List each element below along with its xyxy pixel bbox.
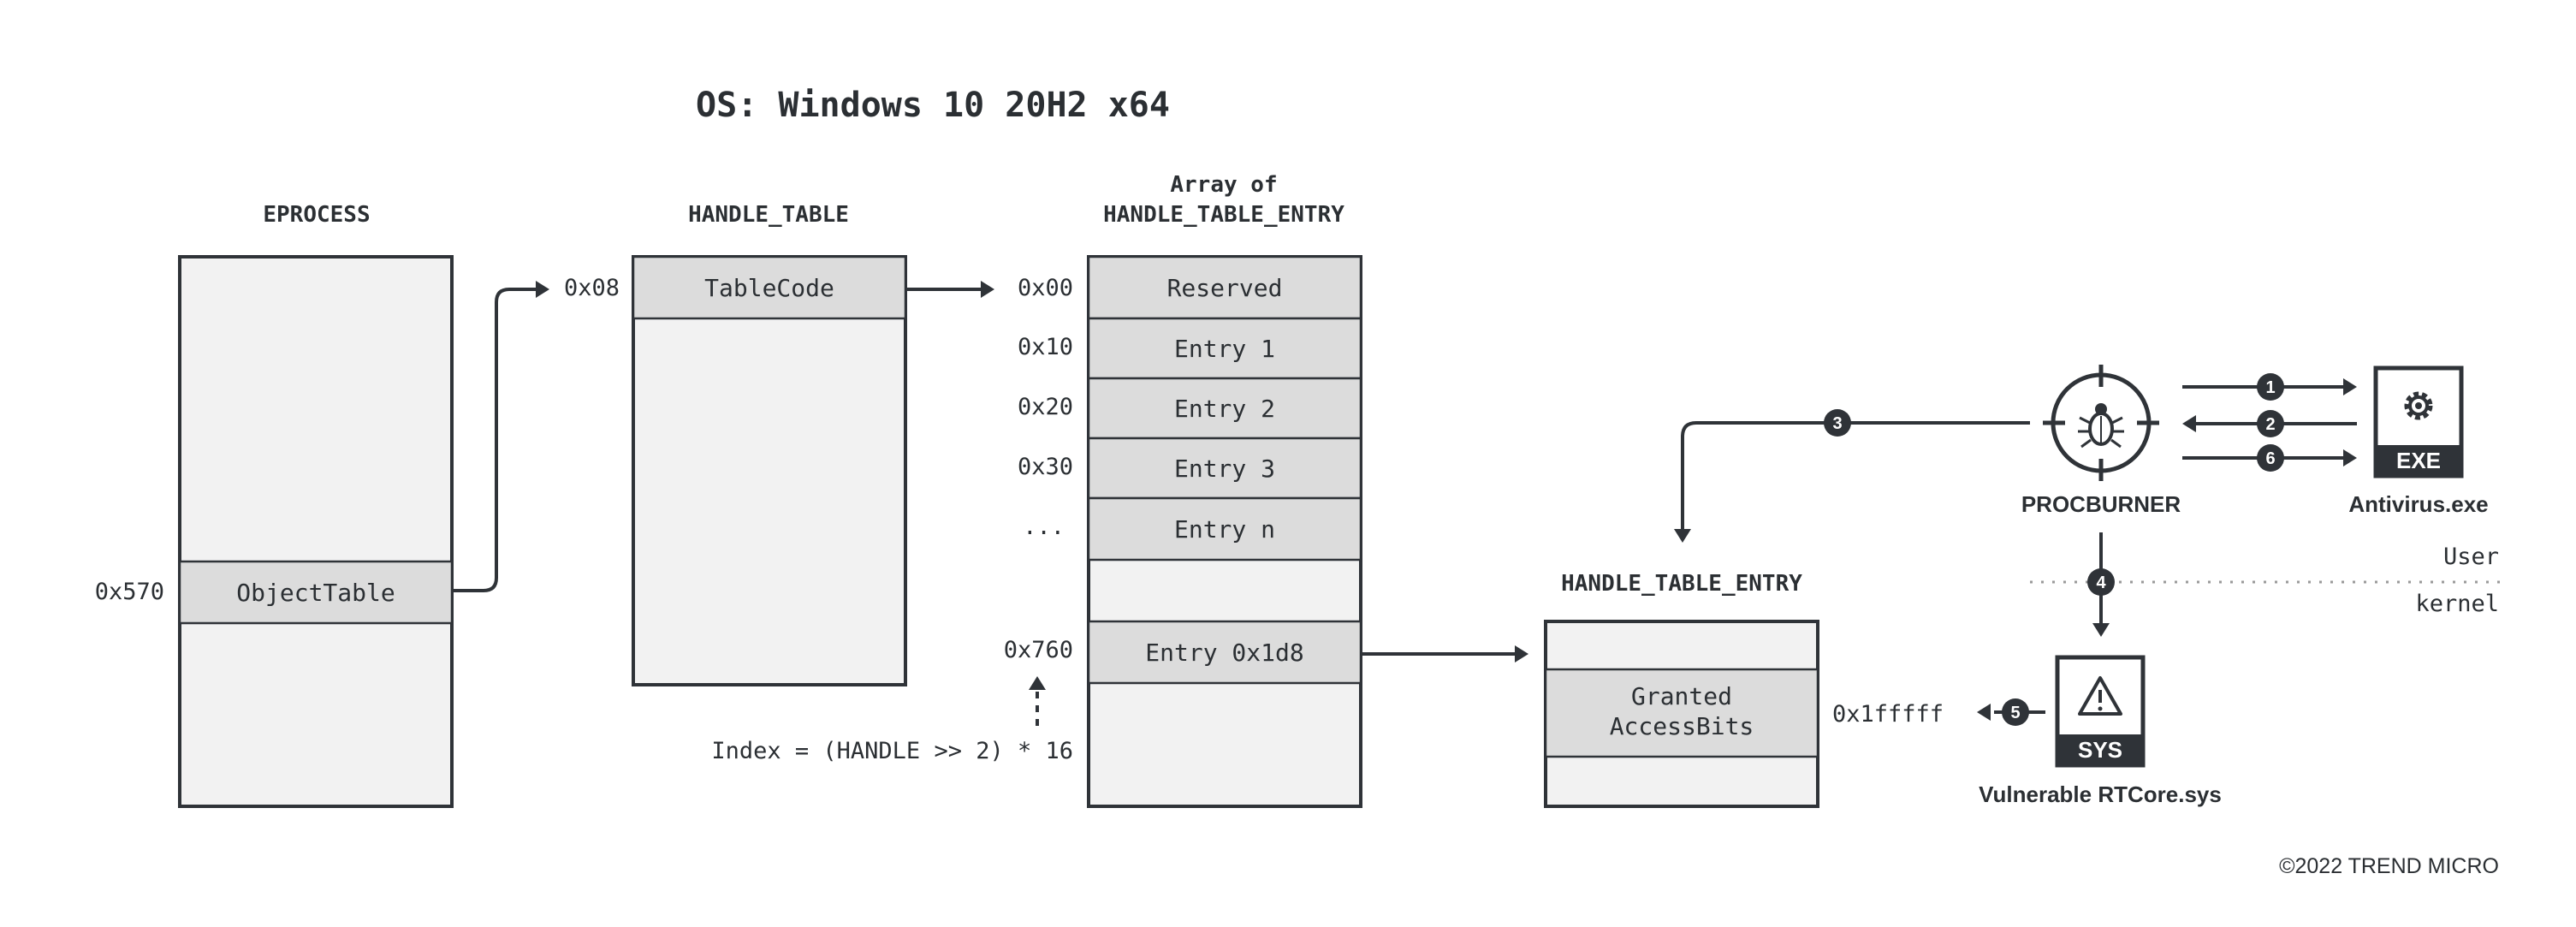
copyright: ©2022 TREND MICRO <box>2279 854 2499 878</box>
array-target-label: Entry 0x1d8 <box>1145 639 1303 667</box>
handle-entry-header: HANDLE_TABLE_ENTRY <box>1561 571 1802 597</box>
array-row-4-offset: ... <box>1023 514 1065 540</box>
arrowhead-step3 <box>1674 529 1691 543</box>
handle-table-offset: 0x08 <box>564 275 620 301</box>
handle-entry-value: 0x1fffff <box>1832 701 1944 728</box>
step-badge-1 <box>2257 373 2284 401</box>
array-row-4 <box>1087 496 1362 562</box>
arrowhead-tablecode <box>981 281 994 298</box>
warning-icon <box>2078 676 2122 716</box>
connector-step3 <box>1681 421 2030 529</box>
step-badge-3-label: 3 <box>1832 414 1842 433</box>
handle-table-header: HANDLE_TABLE <box>688 202 849 228</box>
arrowhead-step6 <box>2343 449 2357 466</box>
antivirus-badge: EXE <box>2396 448 2441 473</box>
array-row-4-label: Entry n <box>1174 515 1275 544</box>
array-target-offset: 0x760 <box>1004 637 1073 663</box>
diagram-title: OS: Windows 10 20H2 x64 <box>696 86 1170 125</box>
array-row-1-offset: 0x10 <box>1018 334 1073 360</box>
array-header-line1: Array of <box>1170 172 1277 198</box>
driver-label: Vulnerable RTCore.sys <box>1979 781 2222 807</box>
eprocess-header: EPROCESS <box>263 202 370 228</box>
array-row-1 <box>1087 317 1362 380</box>
array-row-0 <box>1087 255 1362 320</box>
step-badge-2-label: 2 <box>2265 415 2275 434</box>
step-badge-6-label: 6 <box>2265 449 2275 468</box>
step-badge-1-label: 1 <box>2265 378 2275 397</box>
bug-crosshair-icon <box>2043 365 2159 481</box>
handle-table-tablecode-label: TableCode <box>704 274 834 302</box>
procburner-label: PROCBURNER <box>2021 491 2181 517</box>
array-row-0-label: Reserved <box>1167 274 1283 302</box>
array-target-row <box>1087 620 1362 685</box>
array-header-line2: HANDLE_TABLE_ENTRY <box>1103 202 1344 228</box>
boundary-kernel-label: kernel <box>2415 591 2499 617</box>
arrowhead-step2 <box>2182 415 2196 432</box>
index-arrowhead <box>1029 676 1046 690</box>
handle-entry-access-line2: AccessBits <box>1610 712 1754 740</box>
array-row-2-label: Entry 2 <box>1174 395 1275 423</box>
step-badge-3 <box>1824 409 1851 437</box>
step-badge-6 <box>2257 444 2284 472</box>
handle-table-box <box>632 255 907 686</box>
arrowhead-step4 <box>2092 623 2110 637</box>
driver-sys-icon <box>2055 655 2146 768</box>
array-row-1-label: Entry 1 <box>1174 335 1275 363</box>
handle-table-tablecode-row <box>632 255 907 320</box>
arrowhead-objecttable <box>536 281 549 298</box>
array-row-2 <box>1087 377 1362 440</box>
boundary-user-label: User <box>2443 544 2499 570</box>
index-formula: Index = (HANDLE >> 2) * 16 <box>711 738 1073 764</box>
step-badge-5-label: 5 <box>2010 704 2020 722</box>
handle-entry-access-row <box>1544 668 1819 758</box>
step-badge-5 <box>2002 698 2029 726</box>
eprocess-objecttable-row <box>178 560 454 625</box>
step-badge-2 <box>2257 410 2284 437</box>
array-row-0-offset: 0x00 <box>1018 275 1073 301</box>
step-badge-4-label: 4 <box>2096 573 2106 592</box>
array-row-2-offset: 0x20 <box>1018 394 1073 420</box>
arrowhead-entry <box>1515 645 1528 663</box>
eprocess-box <box>178 255 454 808</box>
driver-badge: SYS <box>2078 737 2122 763</box>
antivirus-label: Antivirus.exe <box>2348 491 2488 517</box>
connector-objecttable <box>452 288 537 592</box>
array-row-3 <box>1087 437 1362 500</box>
arrowhead-step1 <box>2343 378 2357 395</box>
step-badge-4 <box>2087 568 2115 596</box>
array-row-3-label: Entry 3 <box>1174 455 1275 483</box>
arrowhead-step5 <box>1977 704 1991 721</box>
antivirus-exe-icon <box>2373 365 2464 478</box>
array-row-3-offset: 0x30 <box>1018 454 1073 480</box>
handle-entry-access-line1: Granted <box>1631 682 1732 710</box>
gear-icon <box>2404 391 2433 420</box>
eprocess-offset: 0x570 <box>95 579 164 605</box>
eprocess-objecttable-label: ObjectTable <box>236 579 395 607</box>
